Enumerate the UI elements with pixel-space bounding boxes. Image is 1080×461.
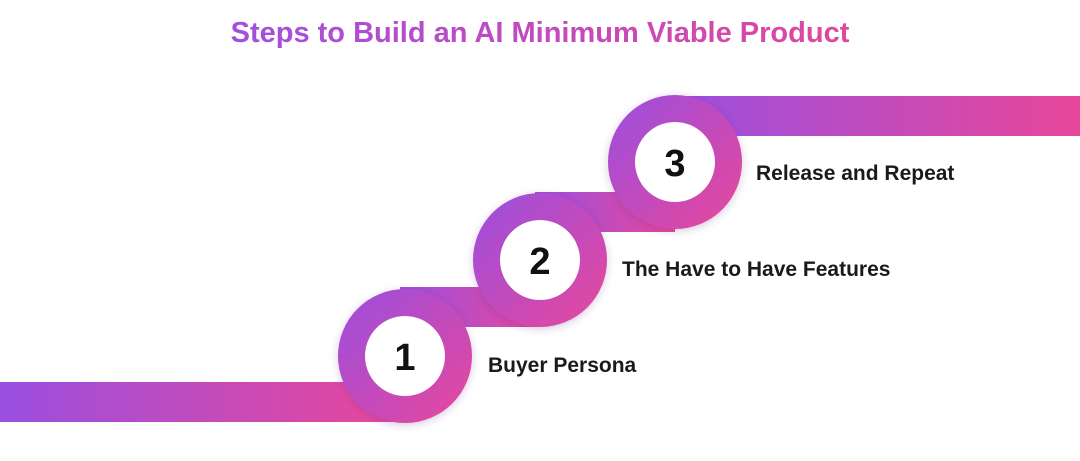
step-1-number: 1 <box>394 337 415 379</box>
step-2-label: The Have to Have Features <box>622 258 890 281</box>
step-2-number: 2 <box>529 241 550 283</box>
step-1: 1 Buyer Persona <box>338 289 637 423</box>
step-3-number: 3 <box>664 143 685 185</box>
step-1-label: Buyer Persona <box>488 354 637 377</box>
ribbon-segment-top <box>670 96 1080 136</box>
step-2: 2 The Have to Have Features <box>473 193 890 327</box>
step-3-label: Release and Repeat <box>756 162 954 185</box>
page-title: Steps to Build an AI Minimum Viable Prod… <box>231 17 850 49</box>
step-3: 3 Release and Repeat <box>608 95 954 229</box>
step-3-badge <box>635 122 715 202</box>
step-2-badge <box>500 220 580 300</box>
step-1-badge <box>365 316 445 396</box>
ribbon-segment-bottom <box>0 382 400 422</box>
